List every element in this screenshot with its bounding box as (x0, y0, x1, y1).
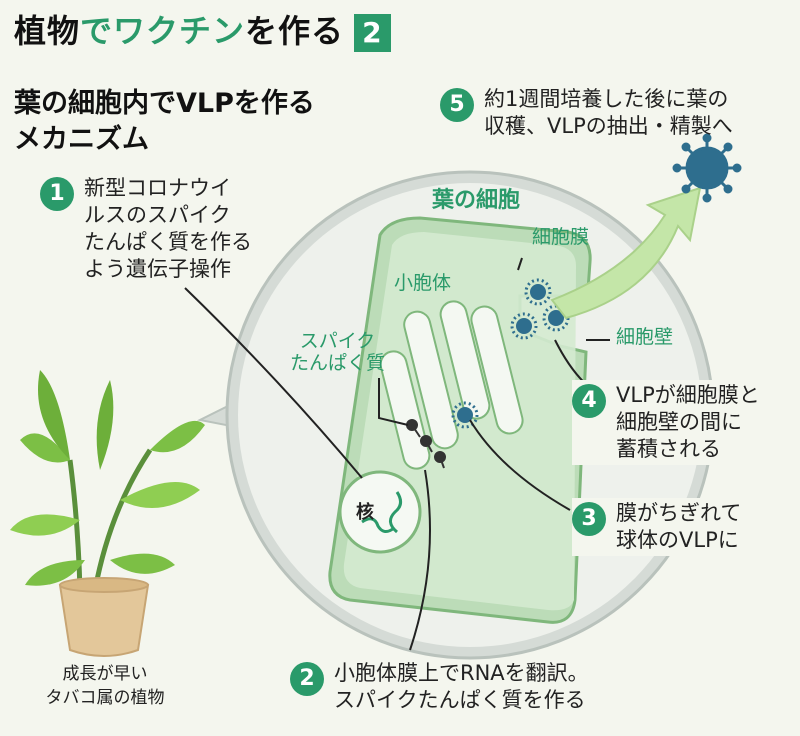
step-5: 5 約1週間培養した後に葉の 収穫、VLPの抽出・精製へ (440, 86, 790, 140)
plant-caption-line-1: 成長が早い (62, 664, 148, 684)
plant-caption: 成長が早い タバコ属の植物 (20, 662, 190, 710)
plant-caption-line-2: タバコ属の植物 (45, 688, 165, 708)
step-2-text: 小胞体膜上でRNAを翻訳。 スパイクたんぱく質を作る (334, 660, 710, 714)
subtitle-line-1: 葉の細胞内でVLPを作る (14, 88, 315, 119)
spike-label-line-2: たんぱく質 (290, 352, 386, 374)
step-2-line-1: 小胞体膜上でRNAを翻訳。 (334, 661, 589, 685)
leader-lines (184, 257, 610, 651)
tobacco-plant (10, 370, 205, 657)
step-1: 1 新型コロナウイ ルスのスパイク たんぱく質を作る よう遺伝子操作 (40, 175, 255, 283)
step-5-line-1: 約1週間培養した後に葉の (484, 87, 729, 111)
spike-label: スパイク たんぱく質 (290, 330, 385, 374)
step-4-line-3: 蓄積される (616, 437, 721, 461)
subtitle-line-2: メカニズム (14, 124, 149, 155)
wall-label: 細胞壁 (616, 326, 674, 348)
spike-label-line-1: スパイク (299, 330, 376, 352)
cell-label: 葉の細胞 (432, 188, 521, 213)
step-4-text: VLPが細胞膜と 細胞壁の間に 蓄積される (616, 382, 792, 463)
extraction-arrow (550, 186, 702, 320)
title-badge: 2 (354, 14, 391, 52)
step-3: 3 膜がちぎれて 球体のVLPに (572, 498, 792, 556)
step-3-number: 3 (572, 502, 606, 536)
endoplasmic-reticulum (379, 300, 524, 470)
step-1-text: 新型コロナウイ ルスのスパイク たんぱく質を作る よう遺伝子操作 (84, 175, 255, 283)
title-plant: 植物 (14, 12, 81, 50)
membrane-label: 細胞膜 (532, 226, 590, 248)
step-5-number: 5 (440, 88, 474, 122)
step-2-number: 2 (290, 662, 324, 696)
nucleus-label: 核 (356, 502, 374, 523)
step-3-text: 膜がちぎれて 球体のVLPに (616, 500, 792, 554)
step-4-line-1: VLPが細胞膜と (616, 383, 760, 407)
step-1-line-3: たんぱく質を作る (84, 230, 252, 254)
virus-icon (672, 133, 742, 203)
title-de: で (80, 12, 114, 50)
step-2-line-2: スパイクたんぱく質を作る (334, 688, 586, 712)
step-2: 2 小胞体膜上でRNAを翻訳。 スパイクたんぱく質を作る (290, 660, 710, 714)
title-make: を作る (245, 12, 345, 50)
spike-proteins (406, 419, 446, 469)
nucleus (338, 470, 422, 554)
title-vaccine: ワクチン (113, 12, 246, 50)
step-1-line-2: ルスのスパイク (84, 203, 231, 227)
step-1-line-4: よう遺伝子操作 (84, 257, 231, 281)
step-4-number: 4 (572, 384, 606, 418)
step-1-line-1: 新型コロナウイ (84, 176, 231, 200)
step-5-line-2: 収穫、VLPの抽出・精製へ (484, 114, 733, 138)
step-4-line-2: 細胞壁の間に (616, 410, 742, 434)
er-label: 小胞体 (394, 272, 452, 294)
step-5-text: 約1週間培養した後に葉の 収穫、VLPの抽出・精製へ (484, 86, 790, 140)
step-1-number: 1 (40, 177, 74, 211)
step-3-line-1: 膜がちぎれて (616, 501, 742, 525)
step-3-line-2: 球体のVLPに (616, 528, 739, 552)
step-4: 4 VLPが細胞膜と 細胞壁の間に 蓄積される (572, 380, 792, 465)
subtitle: 葉の細胞内でVLPを作る メカニズム (14, 86, 315, 158)
